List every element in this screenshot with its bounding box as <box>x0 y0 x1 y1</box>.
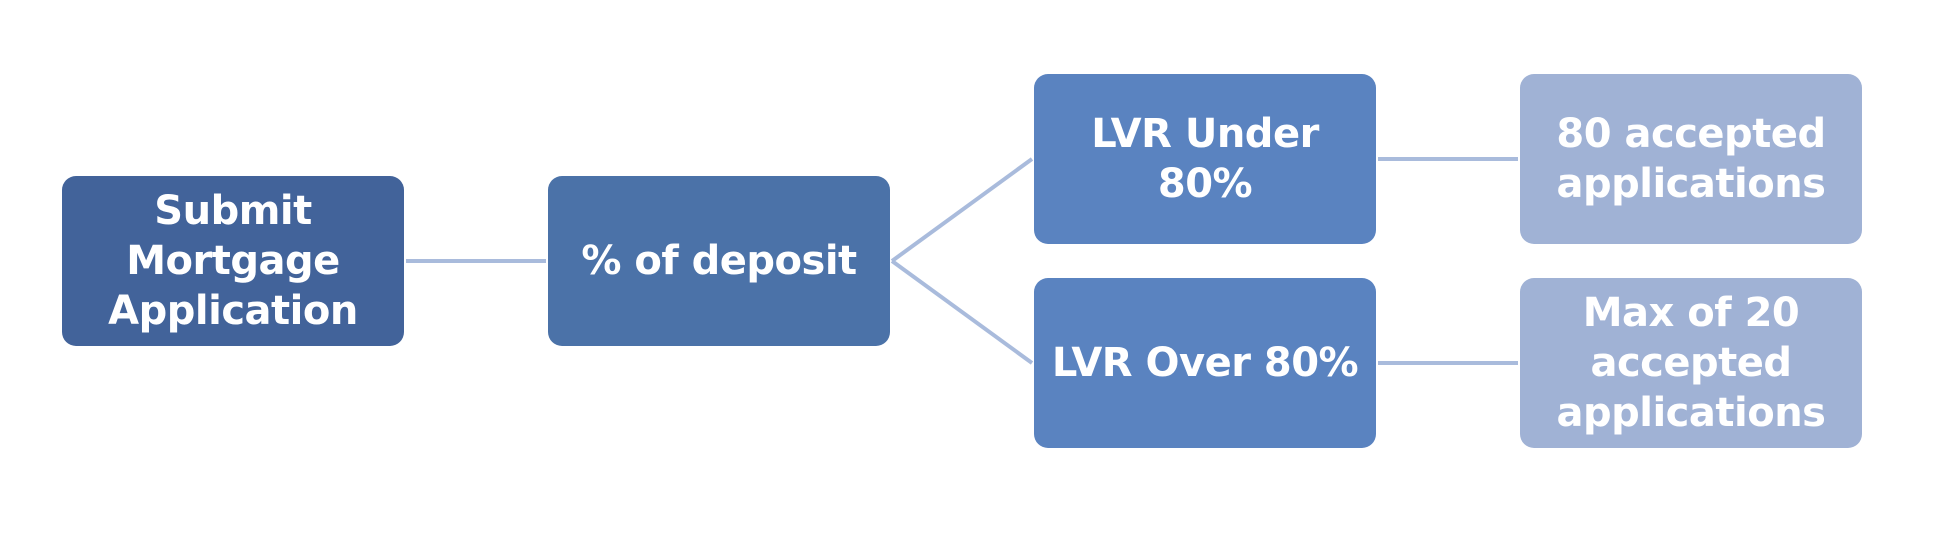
outcome-over-label: Max of 20 accepted applications <box>1556 290 1826 436</box>
deposit-percentage-box: % of deposit <box>548 176 890 346</box>
outcome-under-label: 80 accepted applications <box>1556 111 1826 207</box>
deposit-percentage-label: % of deposit <box>581 238 857 284</box>
submit-application-box: Submit Mortgage Application <box>62 176 404 346</box>
connector-deposit-over <box>890 259 1034 365</box>
lvr-over-label: LVR Over 80% <box>1051 340 1359 386</box>
submit-application-label: Submit Mortgage Application <box>108 188 358 334</box>
lvr-under-label: LVR Under 80% <box>1091 111 1319 207</box>
outcome-under-box: 80 accepted applications <box>1520 74 1862 244</box>
lvr-under-box: LVR Under 80% <box>1034 74 1376 244</box>
lvr-over-box: LVR Over 80% <box>1034 278 1376 448</box>
connector-deposit-under <box>890 157 1034 263</box>
outcome-over-box: Max of 20 accepted applications <box>1520 278 1862 448</box>
